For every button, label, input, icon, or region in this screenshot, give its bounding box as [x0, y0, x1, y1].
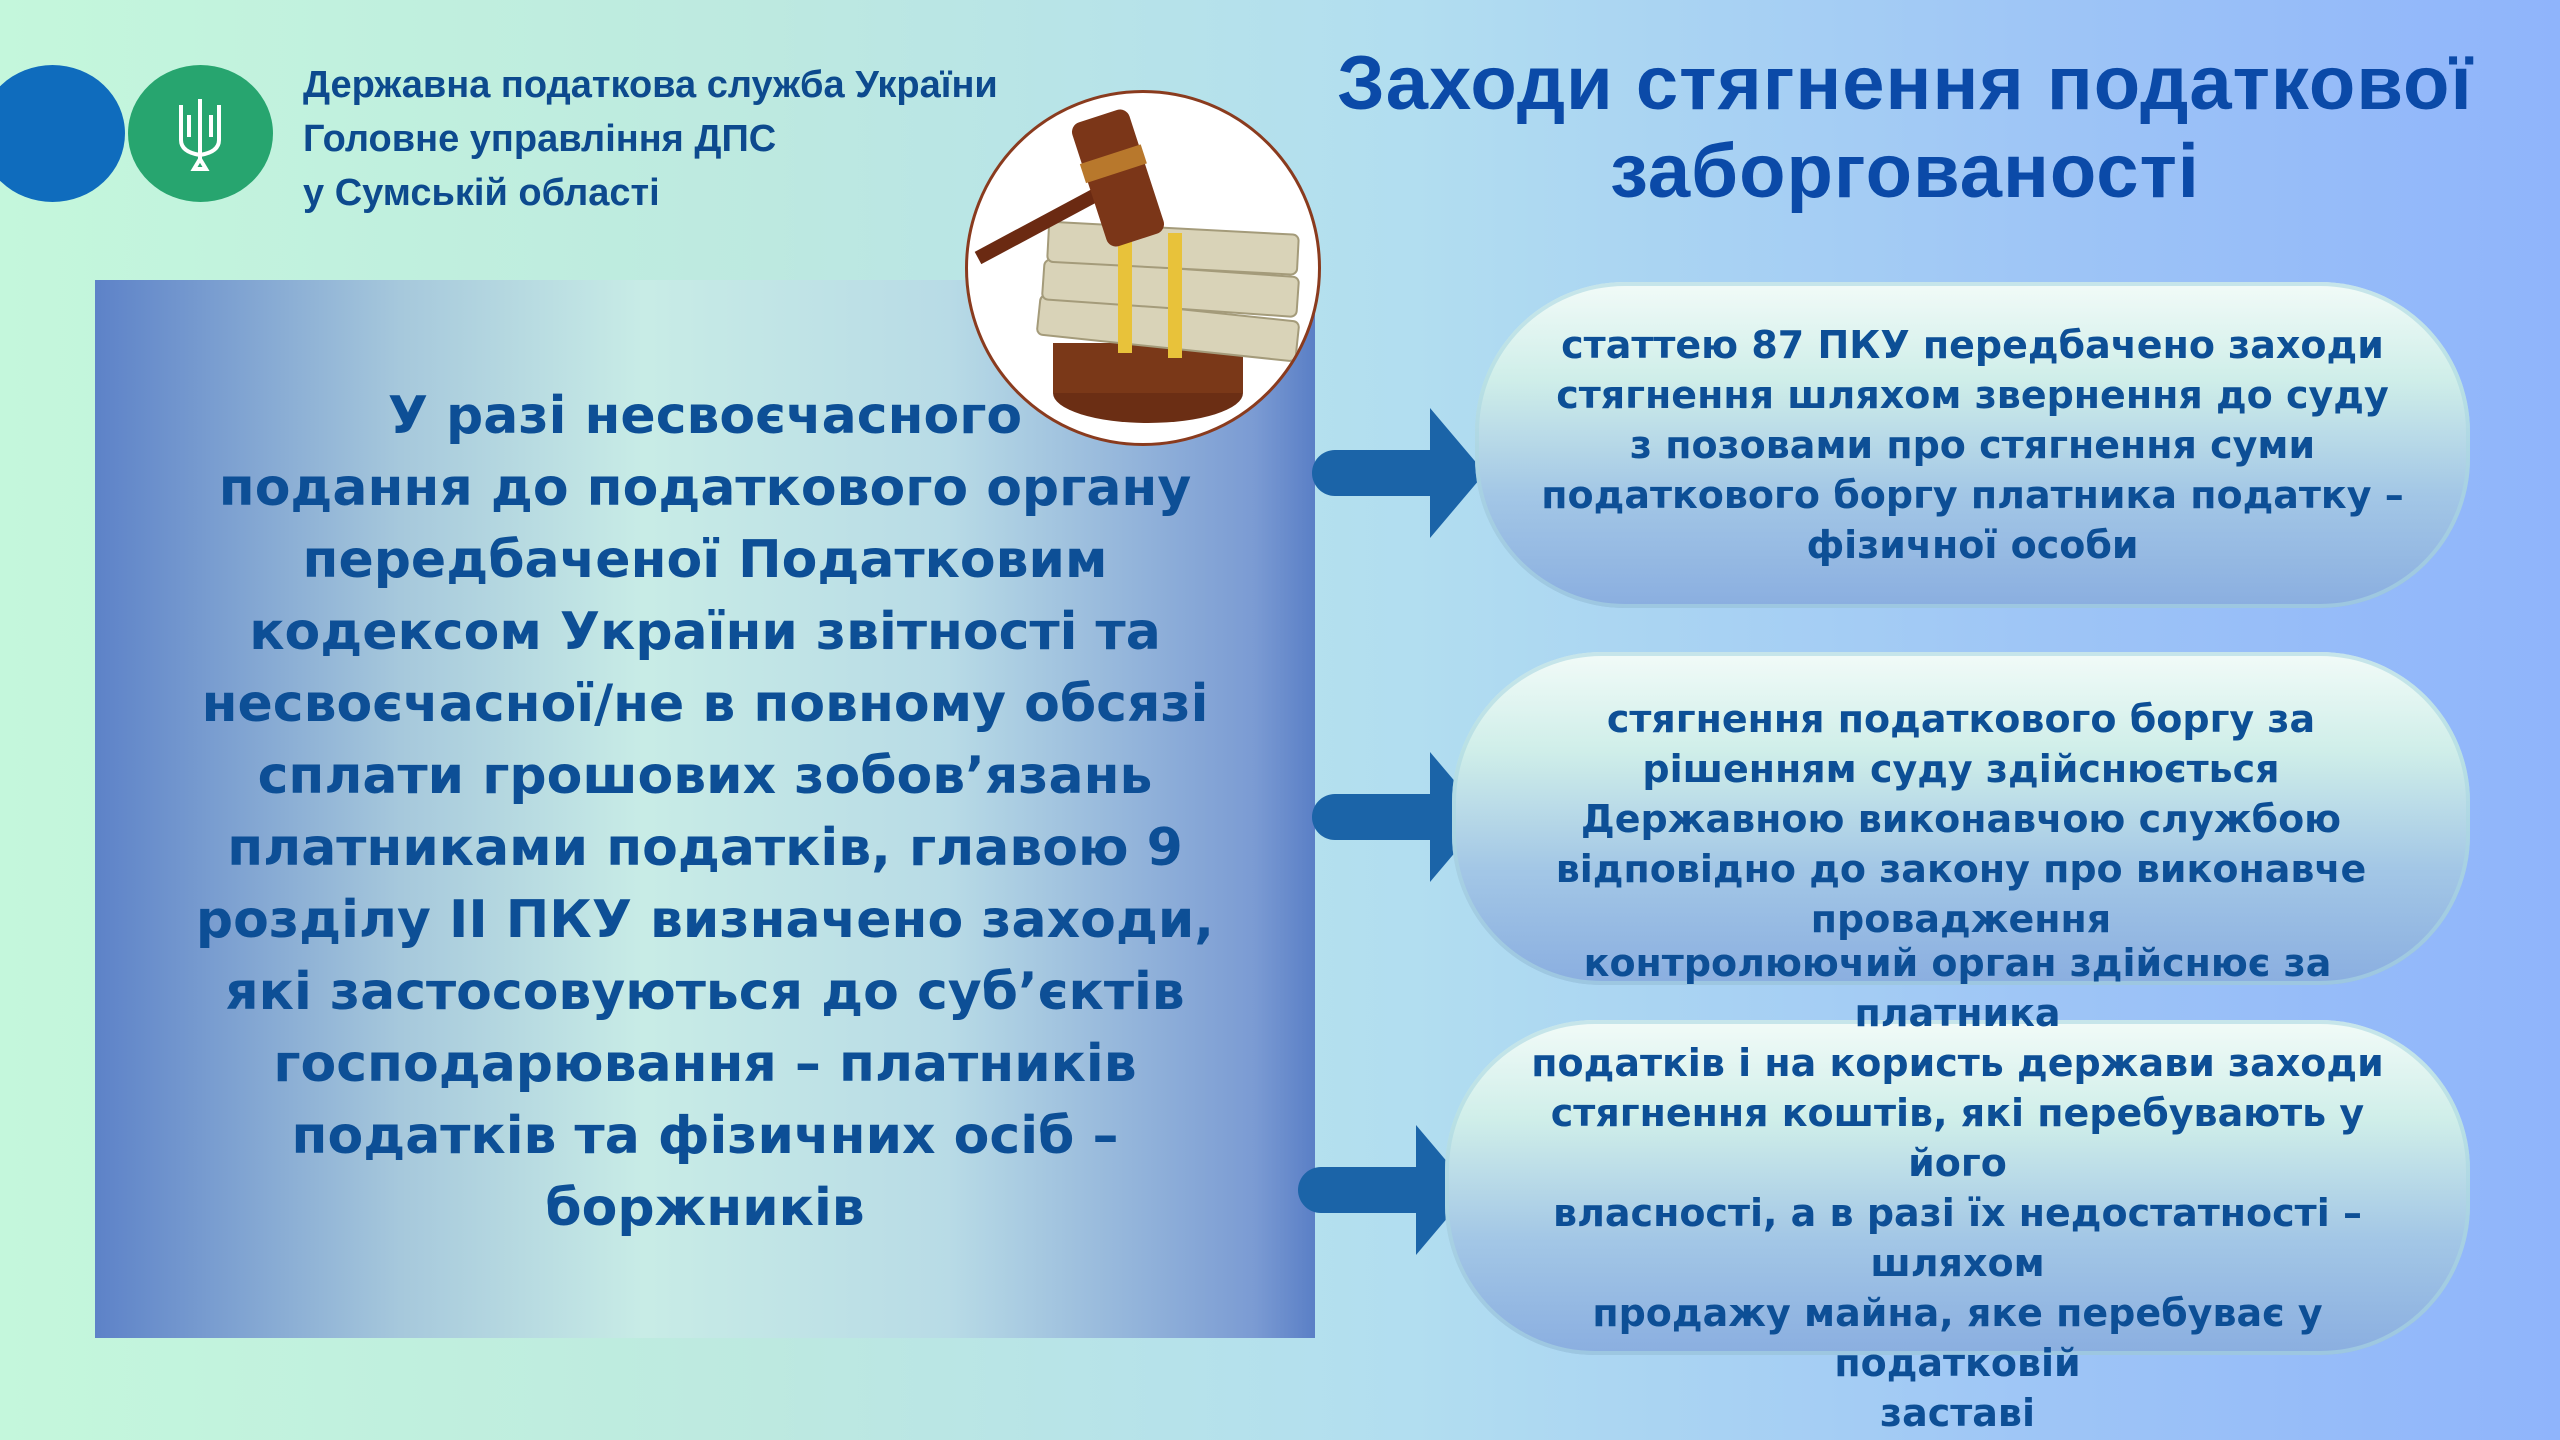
card-text-line: стягнення шляхом звернення до суду — [1556, 373, 2389, 417]
card-text: контролюючий орган здійснює за платника п… — [1505, 938, 2410, 1438]
card-text-line: заставі — [1880, 1390, 2035, 1435]
card-text-line: рішенням суду здійснюється — [1642, 746, 2280, 791]
card-text-line: продажу майна, яке перебуває у податкові… — [1592, 1290, 2323, 1385]
page-title: Заходи стягнення податкової заборгованос… — [1250, 40, 2560, 216]
main-text-line: сплати грошових зобов’язань — [257, 746, 1153, 806]
main-text-line: подання до податкового органу — [218, 458, 1192, 518]
main-text-line: несвоєчасної/не в повному обсязі — [201, 674, 1209, 734]
arrow-right-icon — [1312, 752, 1485, 882]
measure-card-asset-recovery: контролюючий орган здійснює за платника п… — [1445, 941, 2470, 1435]
card-text-line: контролюючий орган здійснює за платника — [1583, 940, 2332, 1035]
card-text-line: провадження — [1810, 896, 2112, 941]
main-text-line: платниками податків, главою 9 — [227, 818, 1183, 878]
card-text: стягнення податкового боргу за рішенням с… — [1556, 694, 2367, 944]
arrow-right-icon — [1298, 1125, 1471, 1255]
logo-blue-circle — [0, 65, 125, 202]
main-text-line: боржників — [545, 1178, 865, 1238]
card-text-line: податків і на користь держави заходи — [1531, 1040, 2384, 1085]
card-text-line: стягнення коштів, які перебувають у його — [1550, 1090, 2365, 1185]
main-text-line: розділу ІІ ПКУ визначено заходи, — [195, 890, 1215, 950]
card-text-line: з позовами про стягнення суми — [1629, 423, 2316, 467]
card-text-line: Державною виконавчою службою — [1580, 796, 2342, 841]
main-text-line: кодексом України звітності та — [249, 602, 1161, 662]
main-text-line: податків та фізичних осіб – — [291, 1106, 1119, 1166]
card-text: статтею 87 ПКУ передбачено заходи стягнен… — [1541, 320, 2403, 570]
org-line: Головне управління ДПС — [303, 118, 777, 160]
main-text-line: У разі несвоєчасного — [387, 386, 1023, 446]
card-text-line: статтею 87 ПКУ передбачено заходи — [1561, 323, 2384, 367]
title-line: Заходи стягнення податкової — [1337, 41, 2473, 126]
card-text-line: фізичної особи — [1806, 523, 2139, 567]
main-text-panel — [95, 280, 1315, 1338]
main-text: У разі несвоєчасного подання до податково… — [150, 380, 1260, 1244]
org-line: Державна податкова служба України — [303, 64, 998, 106]
card-text-line: податкового боргу платника податку – — [1541, 473, 2404, 517]
main-text-line: які застосовуються до суб’єктів — [225, 962, 1185, 1022]
logo-trident-emblem — [128, 65, 273, 202]
main-text-line: господарювання – платників — [273, 1034, 1137, 1094]
measure-card-enforcement-service: стягнення податкового боргу за рішенням с… — [1452, 652, 2470, 985]
card-text-line: власності, а в разі їх недостатності – ш… — [1553, 1190, 2362, 1285]
gavel-money-image — [965, 90, 1321, 446]
title-line: заборгованості — [1610, 129, 2200, 214]
arrow-right-icon — [1312, 408, 1485, 538]
card-text-line: стягнення податкового боргу за — [1606, 696, 2316, 741]
main-text-line: передбаченої Податковим — [302, 530, 1108, 590]
organization-name: Державна податкова служба України Головн… — [303, 58, 998, 220]
trident-icon — [179, 99, 221, 171]
measure-card-court-claim: статтею 87 ПКУ передбачено заходи стягнен… — [1475, 282, 2470, 608]
card-text-line: відповідно до закону про виконавче — [1555, 846, 2367, 891]
org-line: у Сумській області — [303, 172, 660, 214]
